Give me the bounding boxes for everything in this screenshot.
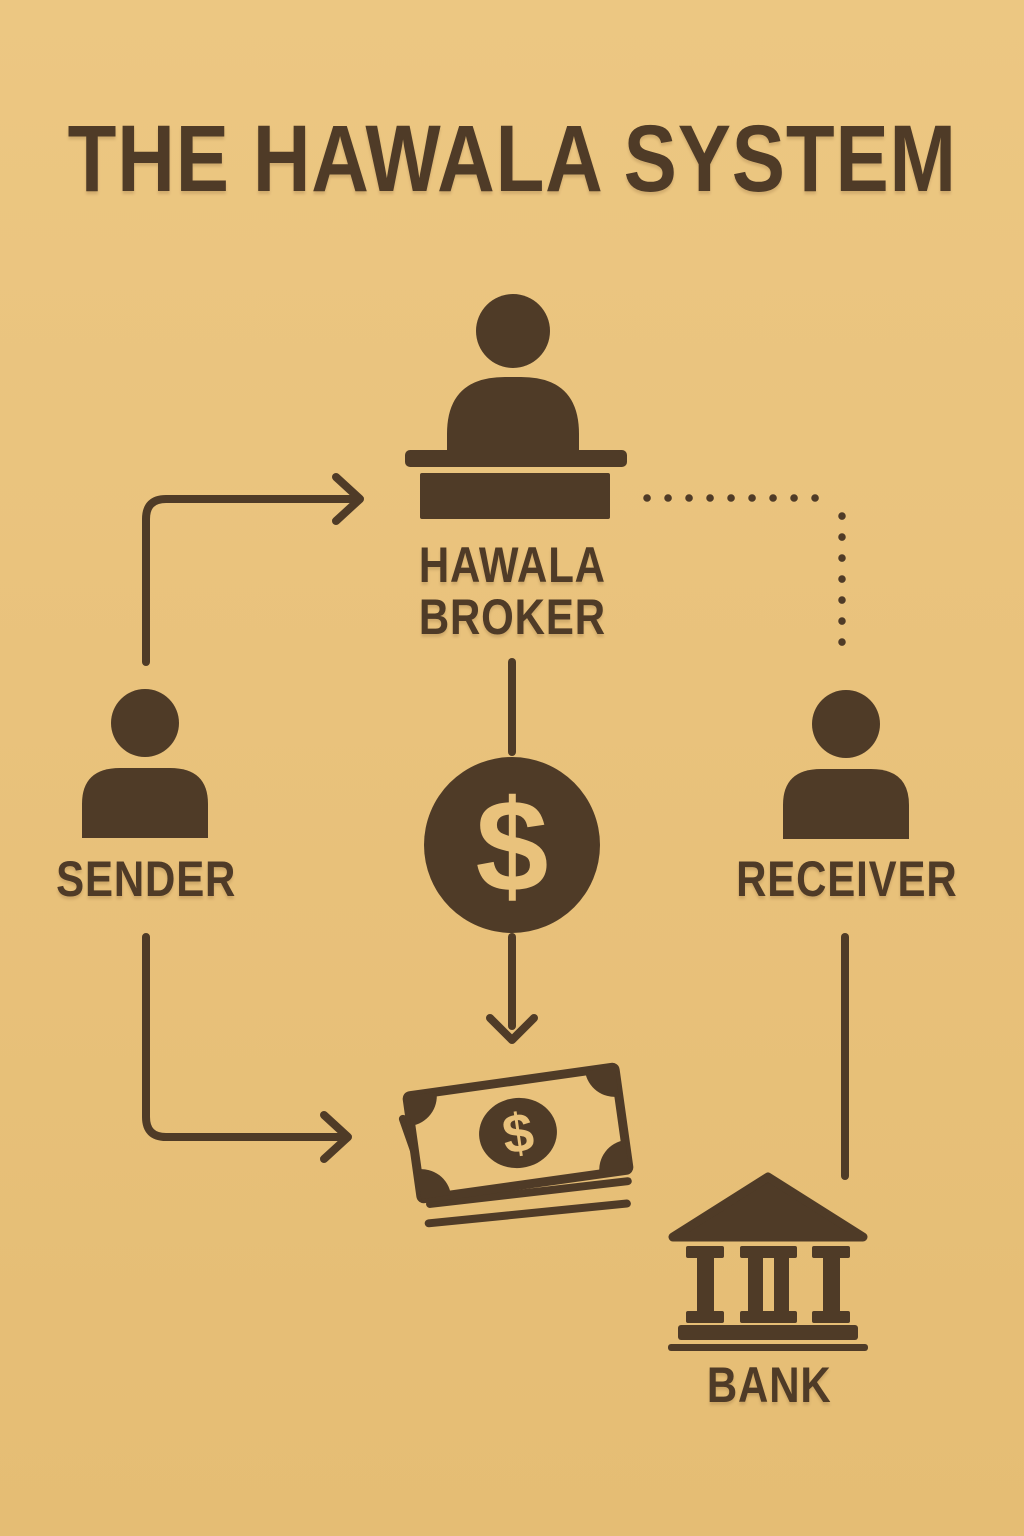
dollar-coin-icon: $ xyxy=(424,757,600,933)
broker-label-line2: BROKER xyxy=(418,589,606,645)
note-corner-tr xyxy=(585,1066,619,1097)
column-right-base xyxy=(812,1311,850,1323)
note-corner-tl xyxy=(406,1091,437,1126)
stack-line-1 xyxy=(426,1177,632,1208)
bank-building-icon xyxy=(668,1172,868,1351)
broker-label-text: HAWALA BROKER xyxy=(418,539,605,643)
column-left-base xyxy=(686,1311,724,1323)
arrow-head-icon xyxy=(332,473,364,525)
note-center-seal xyxy=(479,1097,557,1169)
arrow-sender-to-broker xyxy=(142,473,364,666)
bank-roof xyxy=(668,1172,868,1242)
column-right-cap xyxy=(812,1246,850,1258)
column-mid-shaft-2 xyxy=(774,1258,789,1311)
note-corner-bl xyxy=(417,1169,451,1200)
broker-head xyxy=(476,294,550,368)
arrow-head-icon xyxy=(320,1111,352,1163)
coin-circle xyxy=(424,757,600,933)
column-left-cap xyxy=(686,1246,724,1258)
receiver-label-text: RECEIVER xyxy=(736,851,958,907)
dotted-line-broker-to-receiver xyxy=(643,494,846,666)
sender-shoulders xyxy=(82,768,208,838)
sender-label: SENDER xyxy=(0,854,356,904)
receiver-shoulders xyxy=(783,769,909,839)
arrow-head-icon xyxy=(486,1014,538,1044)
desk-top xyxy=(405,450,627,467)
person-at-desk-icon xyxy=(405,294,627,519)
arrow-shaft xyxy=(142,933,348,1141)
desk-body xyxy=(420,473,610,519)
bank-base-strip xyxy=(668,1344,868,1351)
stack-line-2 xyxy=(424,1199,631,1228)
page-title: THE HAWALA SYSTEM xyxy=(67,112,955,207)
sender-label-text: SENDER xyxy=(55,851,237,907)
column-left-shaft xyxy=(697,1258,714,1311)
column-mid-base xyxy=(740,1311,797,1323)
broker-shoulders xyxy=(447,377,579,452)
broker-label: HAWALA BROKER xyxy=(302,539,722,643)
sender-head xyxy=(111,689,179,757)
receiver-head xyxy=(812,690,880,758)
bank-label: BANK xyxy=(559,1360,979,1410)
receiver-person-icon xyxy=(783,690,909,839)
arrow-broker-to-money xyxy=(486,658,538,1044)
arrow-shaft xyxy=(142,495,362,666)
bank-pedestal xyxy=(678,1325,858,1340)
note-corner-br xyxy=(599,1140,630,1175)
bank-label-text: BANK xyxy=(706,1357,832,1413)
page-title-text: THE HAWALA SYSTEM xyxy=(67,106,957,212)
cash-stack-icon: $ xyxy=(398,1062,634,1228)
broker-label-line1: HAWALA xyxy=(418,537,606,593)
coin-dollar-symbol: $ xyxy=(476,772,549,919)
sender-person-icon xyxy=(82,689,208,838)
column-mid-cap xyxy=(740,1246,797,1258)
column-mid-shaft-1 xyxy=(748,1258,763,1311)
receiver-label: RECEIVER xyxy=(637,854,1024,904)
column-right-shaft xyxy=(823,1258,840,1311)
arrow-sender-to-money xyxy=(142,933,352,1163)
